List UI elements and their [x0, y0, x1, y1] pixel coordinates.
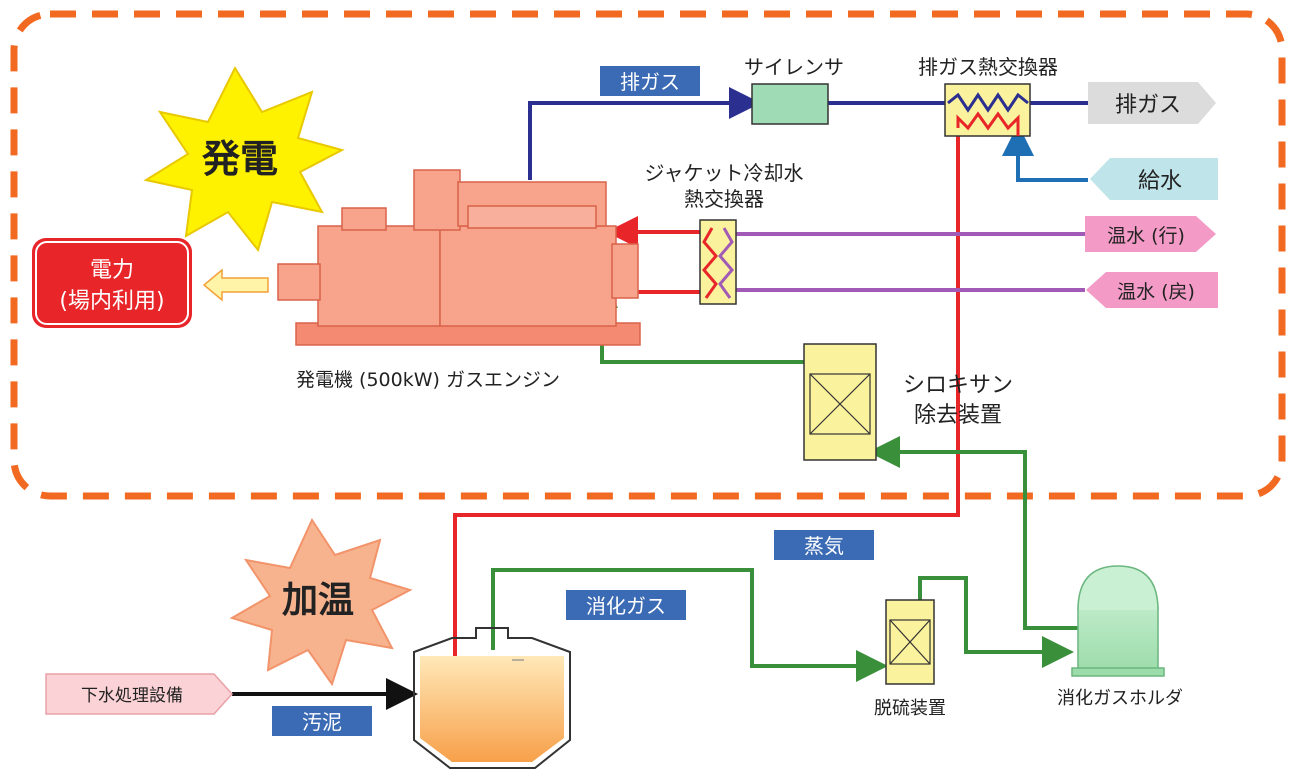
silencer — [751, 83, 829, 125]
gas-holder — [1071, 565, 1165, 677]
exhaust-out-text: 排ガス — [1115, 93, 1181, 118]
digestion-gas-tag-text: 消化ガス — [586, 594, 666, 618]
jacket-hx-label-2: 熱交換器 — [684, 187, 764, 211]
steam-tag: 蒸気 — [774, 530, 874, 560]
exhaust-tag: 排ガス — [600, 66, 700, 96]
steam-pipe — [439, 128, 960, 704]
heat-burst-label: 加温 — [282, 580, 354, 621]
steam-tag-text: 蒸気 — [804, 534, 844, 558]
gas-holder-label: 消化ガスホルダ — [1057, 688, 1183, 709]
jacket-heat-exchanger — [699, 219, 737, 305]
generator-label: 発電機 (500kW) ガスエンジン — [296, 369, 560, 391]
jacket-hx-label-1: ジャケット冷却水 — [645, 161, 804, 185]
hot-water-out-text: 温水 (行) — [1107, 225, 1185, 247]
gas-pipe-1 — [491, 568, 888, 682]
water-supply-text: 給水 — [1138, 169, 1182, 194]
water-supply-arrow: 給水 — [1090, 158, 1218, 200]
gas-pipe-2 — [918, 576, 1074, 668]
exhaust-pipe — [528, 87, 761, 180]
hot-water-return-text: 温水 (戻) — [1117, 281, 1195, 303]
electric-line2: (場内利用) — [59, 289, 164, 314]
sewage-facility-text: 下水処理設備 — [81, 686, 183, 706]
exhaust-hx-label: 排ガス熱交換器 — [918, 55, 1058, 79]
exhaust-out-arrow: 排ガス — [1088, 82, 1216, 124]
exhaust-tag-text: 排ガス — [620, 70, 680, 94]
water-supply-pipe — [1002, 124, 1088, 182]
electric-line1: 電力 — [90, 258, 134, 283]
electric-output-arrow — [202, 268, 269, 302]
desulfurizer — [885, 599, 935, 685]
exhaust-heat-exchanger — [944, 83, 1031, 137]
power-zone-border — [10, 10, 1286, 500]
digestion-tank — [413, 627, 571, 769]
hot-water-return-arrow: 温水 (戻) — [1086, 272, 1218, 308]
siloxane-label-1: シロキサン — [903, 373, 1013, 398]
power-burst: 発電 — [143, 65, 345, 253]
gas-pipe-3 — [868, 436, 1078, 630]
silencer-label: サイレンサ — [744, 55, 844, 79]
gas-engine-generator — [277, 169, 641, 346]
power-burst-label: 発電 — [202, 137, 278, 181]
hot-water-out-arrow: 温水 (行) — [1085, 216, 1216, 252]
sludge-tag-text: 汚泥 — [302, 710, 342, 734]
sewage-facility-arrow: 下水処理設備 — [45, 673, 234, 715]
siloxane-label-2: 除去装置 — [914, 403, 1002, 428]
digestion-gas-tag: 消化ガス — [566, 590, 686, 620]
heat-burst: 加温 — [229, 517, 413, 687]
electric-power-box: 電力 (場内利用) — [32, 238, 192, 328]
siloxane-removal-device — [803, 343, 877, 461]
desulfurizer-label: 脱硫装置 — [874, 698, 946, 719]
sludge-tag: 汚泥 — [272, 706, 372, 736]
